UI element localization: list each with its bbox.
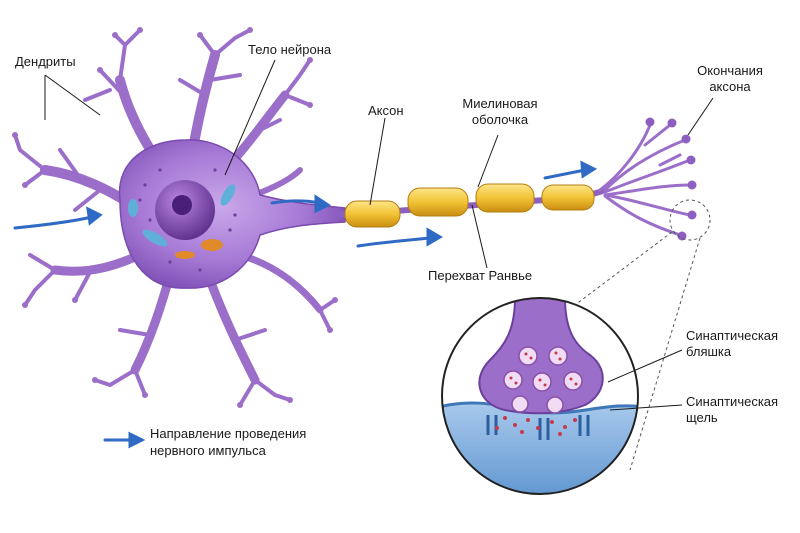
synapse-zoom: [441, 297, 639, 495]
label-cleft-line2: щель: [686, 410, 718, 425]
zoom-line-left: [574, 231, 673, 306]
impulse-arrows: [13, 160, 598, 449]
label-plaque-line1: Синаптическая: [686, 328, 779, 343]
label-axon-terminals: Окончания аксона: [685, 63, 775, 95]
label-myelin: Миелиновая оболочка: [440, 96, 560, 128]
organelles: [128, 168, 237, 272]
legend-line2: нервного импульса: [150, 443, 266, 458]
neurotransmitters: [495, 416, 577, 436]
legend-line1: Направление проведения: [150, 426, 307, 441]
label-plaque-line2: бляшка: [686, 344, 732, 359]
zoom-line-right: [629, 237, 701, 471]
label-myelin-line2: оболочка: [471, 112, 529, 127]
label-cleft-line1: Синаптическая: [686, 394, 779, 409]
terminal-buttons: [645, 117, 697, 241]
leader-lines: [44, 59, 714, 411]
label-node-of-ranvier: Перехват Ранвье: [428, 268, 533, 283]
label-terminals-line2: аксона: [709, 79, 751, 94]
label-myelin-line1: Миелиновая: [462, 96, 538, 111]
dendrite-tips: [12, 27, 338, 408]
zoom-marker: [669, 199, 711, 241]
label-terminals-line1: Окончания: [697, 63, 763, 78]
label-soma: Тело нейрона: [248, 42, 332, 57]
label-dendrites: Дендриты: [15, 54, 76, 69]
label-synaptic-plaque: Синаптическая бляшка: [686, 328, 778, 360]
axon-terminals: [598, 123, 692, 237]
legend: Направление проведения нервного импульса: [150, 425, 306, 459]
neuron-soma: [118, 139, 346, 289]
label-synaptic-cleft: Синаптическая щель: [686, 394, 778, 426]
label-axon: Аксон: [368, 103, 404, 118]
nucleolus: [172, 195, 192, 215]
myelin-sheath: [344, 183, 595, 228]
